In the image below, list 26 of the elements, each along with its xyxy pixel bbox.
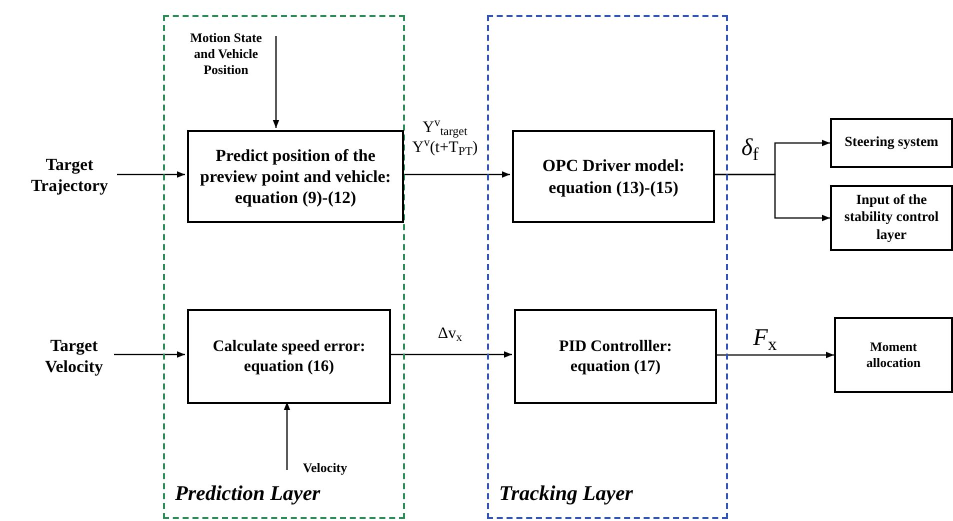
edge-label: F$_{x}$ — [752, 324, 778, 356]
input-label: Motion State and Vehicle Position — [180, 26, 272, 82]
process-box: Moment allocation — [834, 317, 953, 393]
process-box: OPC Driver model: equation (13)-(15) — [512, 130, 715, 223]
input-label: Target Trajectory — [22, 150, 117, 200]
arrow — [713, 174, 830, 222]
arrow — [402, 171, 510, 178]
process-box: Input of the stability control layer — [830, 185, 953, 251]
edge-label: δ$_{f}$ — [740, 134, 760, 166]
process-box: Calculate speed error: equation (16) — [187, 309, 391, 404]
dashed-layer-frame — [487, 15, 728, 519]
process-box: Steering system — [830, 118, 953, 168]
arrow — [114, 351, 185, 358]
arrow — [715, 352, 834, 358]
edge-label: Δv$_{x}$ — [436, 324, 464, 346]
layer-title: Prediction Layer — [175, 480, 320, 506]
arrow — [272, 36, 280, 128]
process-box: PID Controlller: equation (17) — [514, 309, 717, 404]
arrow — [284, 402, 290, 470]
arrow — [117, 171, 185, 178]
arrow — [389, 351, 512, 358]
dashed-layer-frame — [163, 15, 405, 519]
input-label: Target Velocity — [34, 332, 114, 380]
process-box: Predict position of the preview point and vehicle: equation (9)-(12) — [187, 130, 404, 223]
input-label: Velocity — [294, 457, 356, 479]
layer-title: Tracking Layer — [499, 480, 633, 506]
